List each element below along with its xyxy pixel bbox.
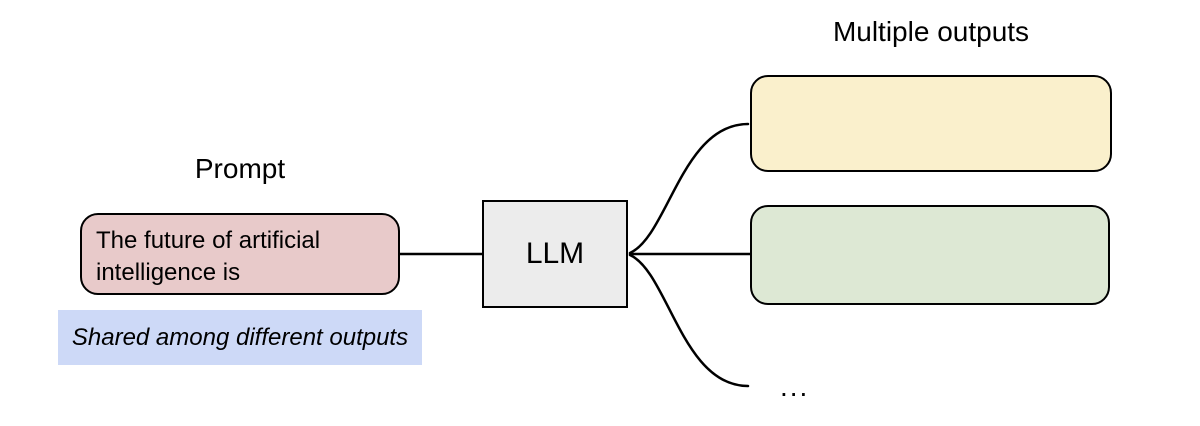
llm-box: LLM (482, 200, 628, 308)
prompt-box-text: The future of artificial intelligence is (96, 227, 321, 286)
output-box-2 (750, 205, 1110, 305)
connector-llm-to-output-1 (628, 122, 750, 255)
more-outputs-ellipsis: ... (780, 371, 810, 402)
multiple-outputs-title: Multiple outputs (832, 16, 1030, 47)
prompt-title: Prompt (194, 153, 286, 184)
shared-note-text: Shared among different outputs (71, 323, 409, 351)
prompt-box: The future of artificial intelligence is (80, 213, 400, 295)
llm-label: LLM (525, 237, 585, 270)
output-box-1 (750, 75, 1112, 172)
shared-note-highlight: Shared among different outputs (58, 310, 422, 365)
connector-llm-to-more-outputs (628, 253, 750, 388)
